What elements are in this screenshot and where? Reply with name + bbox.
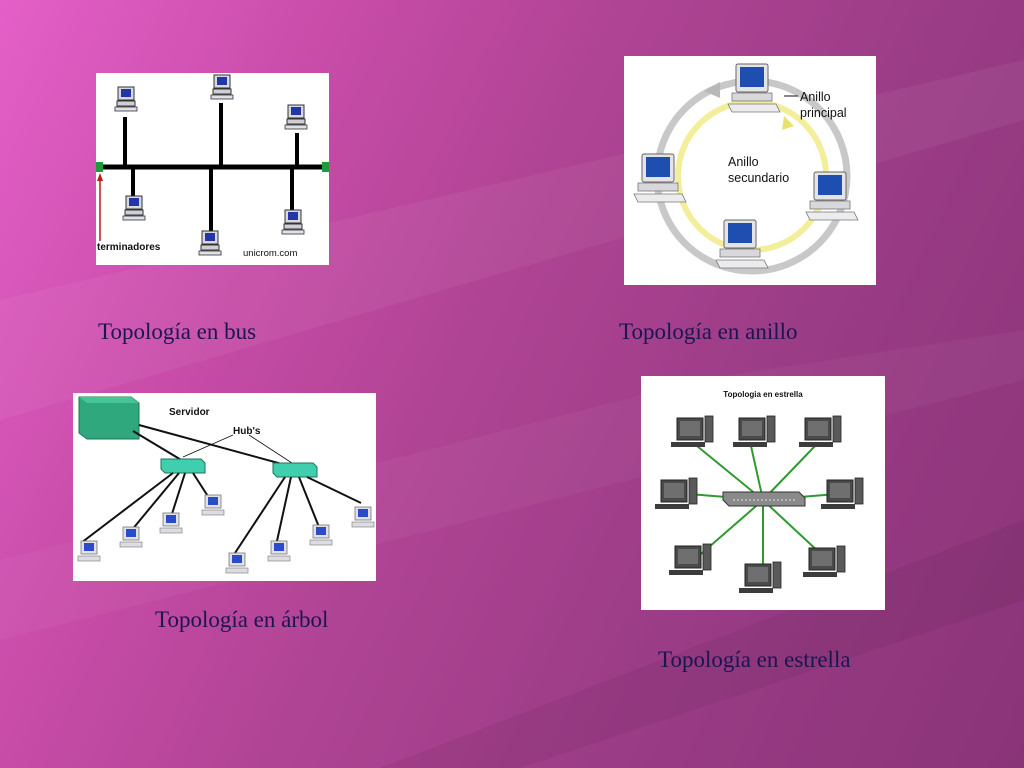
bus-computer-5 bbox=[198, 230, 222, 256]
star-switch bbox=[722, 491, 806, 507]
ring-topology-diagram: Anillo principal Anillo secundario bbox=[624, 56, 876, 285]
star-caption: Topología en estrella bbox=[658, 647, 851, 672]
star-computer-7 bbox=[738, 561, 782, 594]
tree-computer-8 bbox=[351, 506, 375, 528]
tree-topology-diagram: Servidor Hub's bbox=[73, 393, 376, 581]
bus-computer-2 bbox=[210, 74, 234, 100]
hub-right bbox=[272, 462, 318, 478]
bus-caption: Topología en bus bbox=[98, 319, 257, 344]
star-computer-2 bbox=[732, 415, 776, 448]
bus-computer-3 bbox=[284, 104, 308, 130]
tree-computer-2 bbox=[119, 526, 143, 548]
bus-computer-6 bbox=[281, 209, 305, 235]
bus-computer-4 bbox=[122, 195, 146, 221]
primary-ring-label-2: principal bbox=[800, 106, 847, 120]
star-topology-svg: Topologia en estrella bbox=[654, 390, 864, 594]
ring-caption: Topología en anillo bbox=[619, 319, 798, 344]
ring-computer-top bbox=[727, 63, 781, 113]
tree-computer-7 bbox=[309, 524, 333, 546]
tree-computer-3 bbox=[159, 512, 183, 534]
ring-topology-svg: Anillo principal Anillo secundario bbox=[633, 63, 859, 275]
tree-computer-1 bbox=[77, 540, 101, 562]
tree-computer-6 bbox=[267, 540, 291, 562]
bus-topology-diagram: terminadores unicrom.com bbox=[96, 73, 329, 265]
bus-topology-svg: terminadores unicrom.com bbox=[96, 74, 329, 259]
ring-computer-bottom bbox=[715, 219, 769, 269]
terminators-label: terminadores bbox=[97, 242, 161, 253]
primary-ring-label-1: Anillo bbox=[800, 90, 831, 104]
tree-topology-svg: Servidor Hub's bbox=[77, 396, 375, 574]
terminator-left bbox=[96, 162, 103, 172]
tree-computer-4 bbox=[201, 494, 225, 516]
server-label: Servidor bbox=[169, 407, 210, 418]
terminator-right bbox=[322, 162, 329, 172]
star-computer-1 bbox=[670, 415, 714, 448]
watermark-text: unicrom.com bbox=[243, 248, 297, 259]
tree-computer-5 bbox=[225, 552, 249, 574]
star-topology-diagram: Topologia en estrella bbox=[641, 376, 885, 610]
star-computer-3 bbox=[798, 415, 842, 448]
star-title: Topologia en estrella bbox=[723, 390, 803, 399]
bus-computer-1 bbox=[114, 86, 138, 112]
secondary-ring-label-1: Anillo bbox=[728, 155, 759, 169]
star-computer-5 bbox=[820, 477, 864, 510]
hubs-label: Hub's bbox=[233, 426, 261, 437]
star-computer-6 bbox=[668, 543, 712, 576]
star-computer-4 bbox=[654, 477, 698, 510]
secondary-ring-label-2: secundario bbox=[728, 171, 789, 185]
star-computer-8 bbox=[802, 545, 846, 578]
hub-left bbox=[160, 458, 206, 474]
tree-caption: Topología en árbol bbox=[155, 607, 329, 632]
